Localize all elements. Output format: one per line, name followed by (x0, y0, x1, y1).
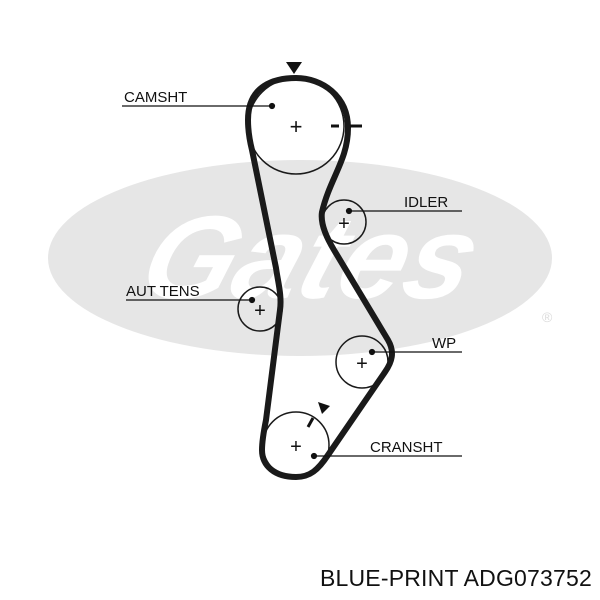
camshaft-pulley (247, 77, 345, 175)
crankshaft-timing-mark (306, 417, 315, 428)
camshaft-label: CAMSHT (124, 89, 187, 106)
caption-part-number: ADG073752 (463, 565, 592, 591)
water-pump-center-mark: + (356, 353, 368, 375)
camshaft-center-mark: + (290, 114, 303, 139)
registered-mark: ® (542, 309, 553, 325)
tensioner-center-mark: + (254, 300, 266, 322)
idler-pulley (321, 199, 367, 245)
idler-label: IDLER (404, 194, 448, 211)
tensioner-pulley (237, 286, 283, 332)
caption-brand: BLUE-PRINT (319, 565, 459, 591)
idler-center-mark: + (338, 213, 350, 235)
water-pump-label: WP (432, 335, 456, 352)
crankshaft-center-mark: + (290, 436, 302, 458)
leader-lines (122, 102, 462, 460)
crankshaft-pulley (262, 411, 330, 479)
watermark-brand-text: Gates (126, 191, 497, 324)
water-pump-pulley (335, 335, 389, 389)
crankshaft-label: CRANSHT (370, 439, 443, 456)
part-caption: BLUE-PRINT ADG073752 (320, 565, 592, 592)
gates-watermark-logo: Gates ® (48, 160, 553, 356)
tensioner-label: AUT TENS (126, 283, 200, 300)
camshaft-timing-arrow-icon (286, 62, 302, 74)
crankshaft-timing-arrow-icon (318, 402, 330, 414)
